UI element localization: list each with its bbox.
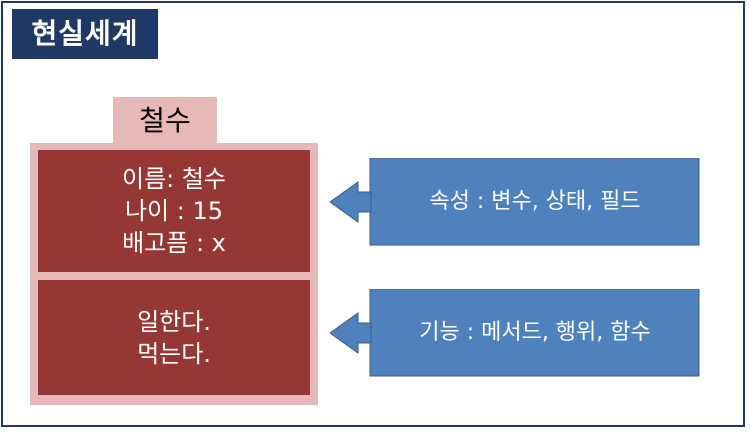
object-name-tab: 철수	[113, 97, 217, 145]
object-attributes-box: 이름: 철수 나이 : 15 배고픔 : x	[38, 150, 310, 272]
attribute-name: 이름: 철수	[121, 165, 227, 193]
left-arrow-callout-shape	[330, 289, 700, 377]
object-behaviors-box: 일한다. 먹는다.	[38, 280, 310, 395]
behaviors-callout-label: 기능 : 메서드, 행위, 함수	[419, 320, 651, 345]
attributes-callout: 속성 : 변수, 상태, 필드	[330, 158, 700, 246]
attribute-hunger: 배고픔 : x	[122, 229, 226, 257]
behavior-eat: 먹는다.	[137, 339, 211, 368]
page-title: 현실세계	[12, 9, 158, 59]
attributes-callout-label: 속성 : 변수, 상태, 필드	[429, 189, 641, 214]
left-arrow-callout-shape	[330, 158, 700, 246]
behaviors-callout: 기능 : 메서드, 행위, 함수	[330, 289, 700, 377]
behavior-work: 일한다.	[137, 307, 211, 336]
attribute-age: 나이 : 15	[124, 197, 224, 225]
